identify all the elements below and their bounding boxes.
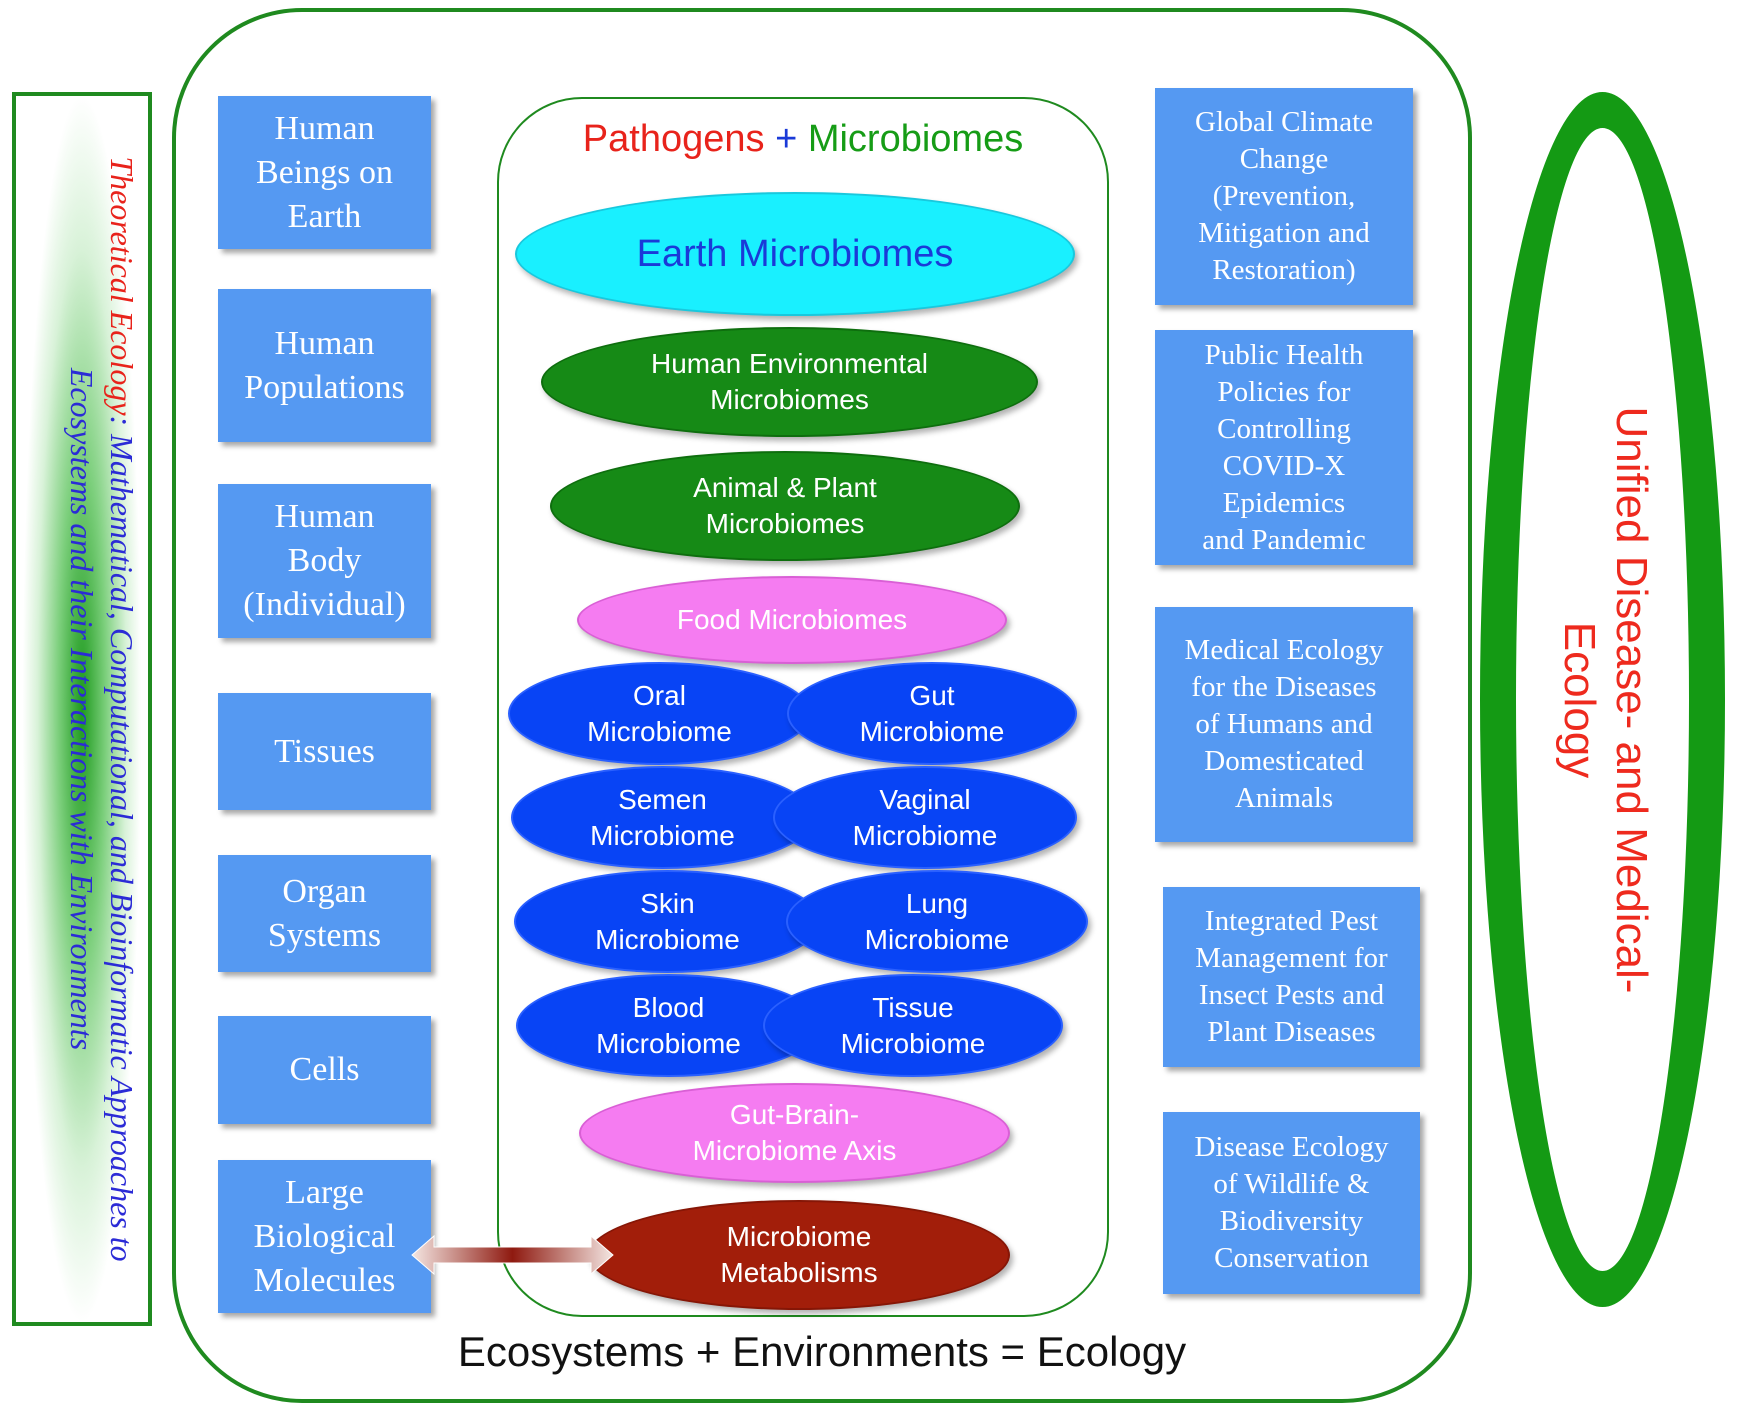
box-integrated-pest-management: Integrated Pest Management for Insect Pe… bbox=[1163, 887, 1420, 1067]
box-human-beings-on-earth: Human Beings on Earth bbox=[218, 96, 431, 249]
vaginal-microbiome-ellipse: Vaginal Microbiome bbox=[773, 766, 1077, 869]
lung-microbiome-ellipse: Lung Microbiome bbox=[786, 870, 1088, 973]
food-microbiomes-ellipse: Food Microbiomes bbox=[577, 576, 1007, 664]
gut-microbiome-ellipse: Gut Microbiome bbox=[787, 662, 1077, 765]
unified-ecology-label: Unified Disease- and Medical- Ecology bbox=[1555, 406, 1656, 994]
pathogens-microbiomes-heading: Pathogens + Microbiomes bbox=[497, 118, 1109, 161]
box-global-climate-change: Global Climate Change (Prevention, Mitig… bbox=[1155, 88, 1413, 305]
heading-microbiomes: Microbiomes bbox=[807, 118, 1024, 160]
box-disease-ecology-wildlife: Disease Ecology of Wildlife & Biodiversi… bbox=[1163, 1112, 1420, 1294]
box-public-health-policies: Public Health Policies for Controlling C… bbox=[1155, 330, 1413, 565]
semen-microbiome-ellipse: Semen Microbiome bbox=[511, 766, 814, 869]
box-human-body: Human Body (Individual) bbox=[218, 484, 431, 638]
ecology-frame bbox=[172, 8, 1472, 1403]
microbiome-metabolisms-ellipse: Microbiome Metabolisms bbox=[588, 1200, 1010, 1310]
heading-plus: + bbox=[775, 118, 798, 160]
theoretical-ecology-description: : Mathematical, Computational, and Bioin… bbox=[64, 367, 140, 1262]
theoretical-ecology-title: Theoretical Ecology bbox=[104, 156, 140, 416]
double-arrow-icon bbox=[411, 1234, 614, 1276]
oral-microbiome-ellipse: Oral Microbiome bbox=[508, 662, 811, 765]
box-large-biological-molecules: Large Biological Molecules bbox=[218, 1160, 431, 1313]
tissue-microbiome-ellipse: Tissue Microbiome bbox=[763, 974, 1063, 1077]
microbiome-frame bbox=[497, 97, 1109, 1317]
box-cells: Cells bbox=[218, 1016, 431, 1124]
animal-plant-microbiomes-ellipse: Animal & Plant Microbiomes bbox=[550, 451, 1020, 561]
heading-pathogens: Pathogens bbox=[582, 118, 765, 160]
ecology-equation-label: Ecosystems + Environments = Ecology bbox=[457, 1328, 1187, 1375]
box-human-populations: Human Populations bbox=[218, 289, 431, 442]
box-tissues: Tissues bbox=[218, 693, 431, 810]
skin-microbiome-ellipse: Skin Microbiome bbox=[514, 870, 821, 973]
theoretical-ecology-panel: Theoretical Ecology: Mathematical, Compu… bbox=[12, 92, 152, 1326]
theoretical-ecology-text: Theoretical Ecology: Mathematical, Compu… bbox=[22, 96, 142, 1322]
box-medical-ecology: Medical Ecology for the Diseases of Huma… bbox=[1155, 607, 1413, 842]
gut-brain-microbiome-axis-ellipse: Gut-Brain- Microbiome Axis bbox=[579, 1083, 1010, 1183]
earth-microbiomes-ellipse: Earth Microbiomes bbox=[515, 192, 1075, 316]
human-environmental-microbiomes-ellipse: Human Environmental Microbiomes bbox=[541, 327, 1038, 437]
box-organ-systems: Organ Systems bbox=[218, 855, 431, 972]
